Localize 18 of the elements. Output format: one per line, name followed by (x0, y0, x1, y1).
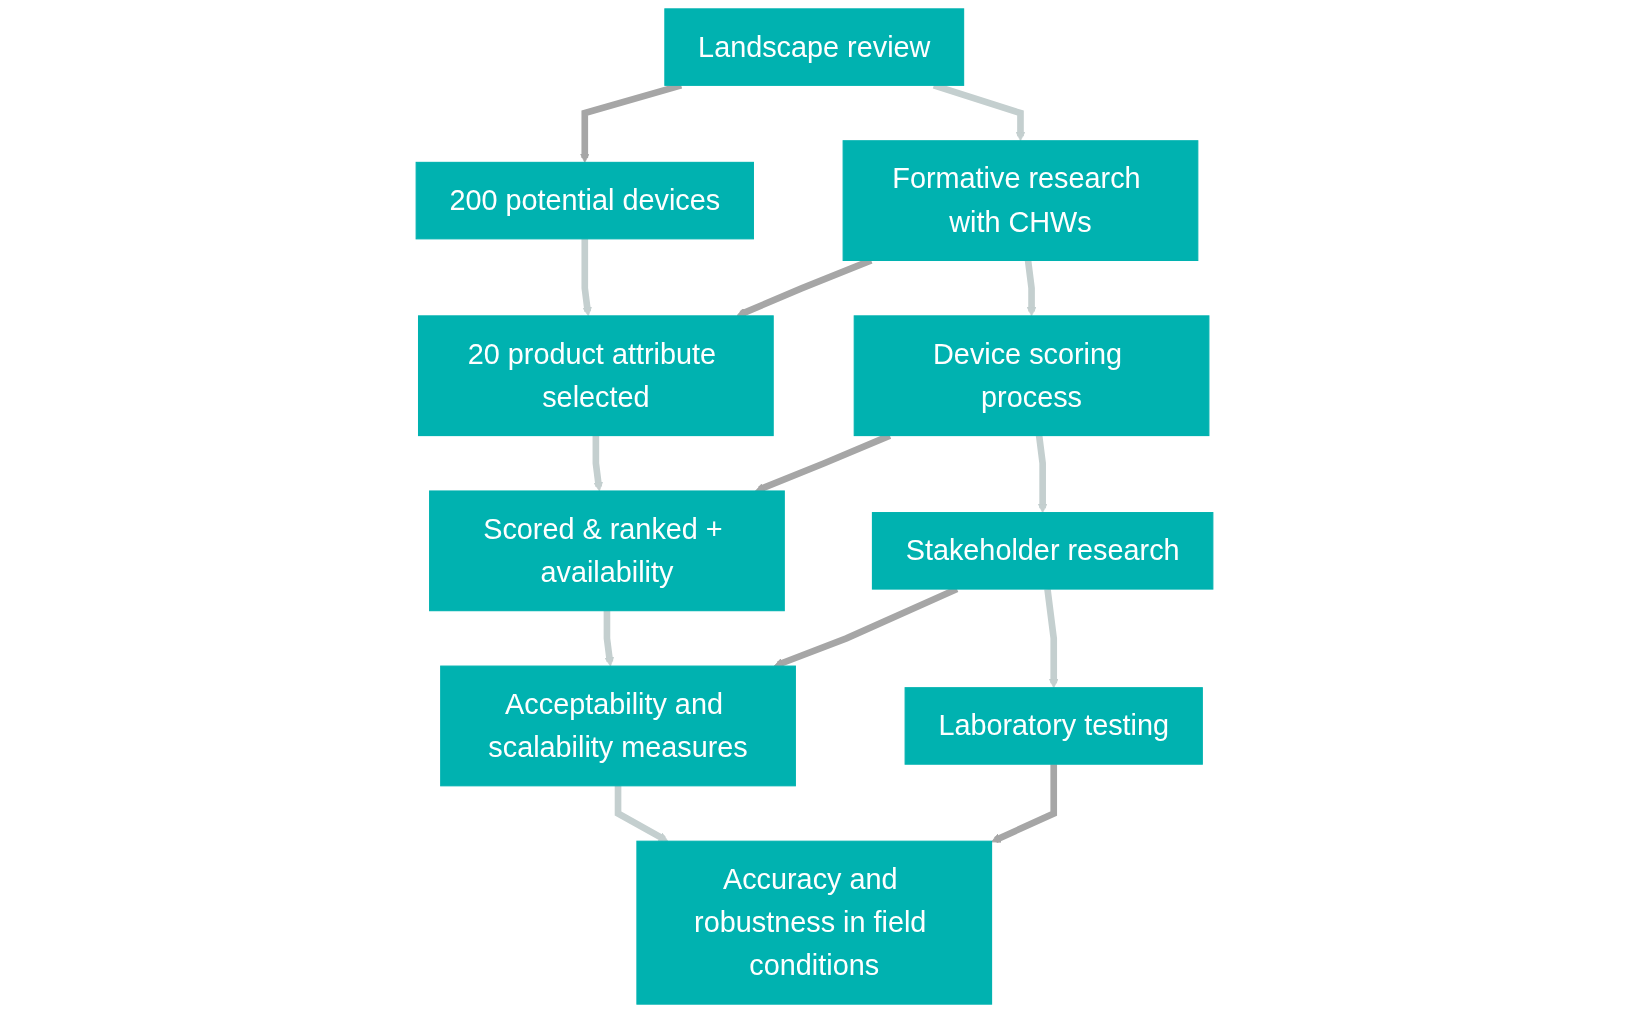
node-box: Formative research with CHWs (842, 140, 1199, 261)
node-box: Accuracy and robustness in field conditions (636, 840, 993, 1005)
node-box: Landscape review (664, 8, 965, 86)
arrow (603, 610, 615, 667)
arrow (1044, 588, 1059, 689)
node-box: 20 product attribute selected (418, 315, 774, 437)
node-box: Stakeholder research (871, 512, 1214, 590)
node-box: Scored & ranked + availability (429, 490, 785, 612)
arrow (1024, 260, 1037, 317)
arrow (581, 238, 592, 317)
node-box: 200 potential devices (415, 161, 754, 240)
arrow (991, 764, 1058, 844)
arrow (1035, 435, 1048, 514)
node-box: Laboratory testing (904, 687, 1203, 765)
arrow (592, 435, 604, 492)
node-box: Device scoring process (853, 315, 1210, 437)
arrow (614, 785, 669, 842)
node-box: Acceptability and scalability measures (440, 665, 796, 787)
